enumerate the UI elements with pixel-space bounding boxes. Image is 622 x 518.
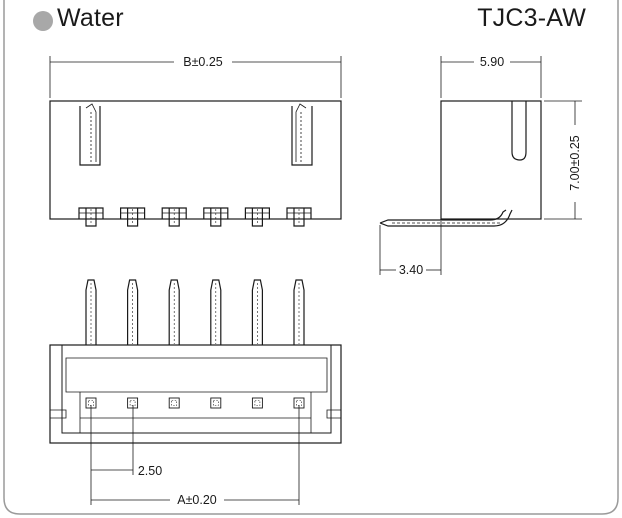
pin-pad — [251, 397, 263, 409]
pin-stub — [251, 208, 263, 227]
contact-slot — [120, 207, 146, 219]
contact-slot — [78, 207, 104, 219]
series-name: Water — [57, 4, 124, 32]
pin-pad-inner — [296, 400, 302, 406]
side-view — [379, 56, 582, 275]
pin-pad-inner — [213, 400, 219, 406]
contact-slot — [203, 207, 229, 219]
pin-stub — [168, 208, 180, 227]
dim-pitch: 2.50 — [138, 464, 162, 478]
pin-stub — [127, 208, 139, 227]
dim-pin-offset: 3.40 — [399, 263, 423, 277]
contact-slot — [244, 207, 270, 219]
pin-stub — [85, 208, 97, 227]
pin-pad-inner — [88, 400, 94, 406]
pin — [251, 279, 263, 345]
series-bullet-icon — [33, 11, 53, 31]
front-view — [49, 56, 342, 227]
pin-pad — [210, 397, 222, 409]
pin-pad-inner — [129, 400, 136, 406]
top-view-pins — [85, 279, 305, 409]
pin — [85, 279, 97, 345]
pin-stub — [210, 208, 222, 227]
pin — [293, 279, 305, 345]
top-view — [49, 279, 342, 505]
dim-pin-row-span: A±0.20 — [177, 493, 217, 507]
contact-slot — [286, 207, 312, 219]
contact-slot — [161, 207, 187, 219]
pin — [168, 279, 180, 345]
contact-slots — [78, 207, 312, 227]
dim-side-height: 7.00±0.25 — [568, 135, 582, 191]
dim-side-depth: 5.90 — [480, 55, 504, 69]
pin — [127, 279, 139, 345]
pin-pad-inner — [254, 400, 261, 406]
pin-pad-inner — [171, 400, 177, 406]
dim-overall-width: B±0.25 — [183, 55, 223, 69]
sheet-border — [3, 0, 619, 515]
pin-stub — [293, 208, 305, 227]
part-number: TJC3-AW — [477, 4, 586, 32]
pin-pad — [168, 397, 180, 409]
pin — [210, 279, 222, 345]
